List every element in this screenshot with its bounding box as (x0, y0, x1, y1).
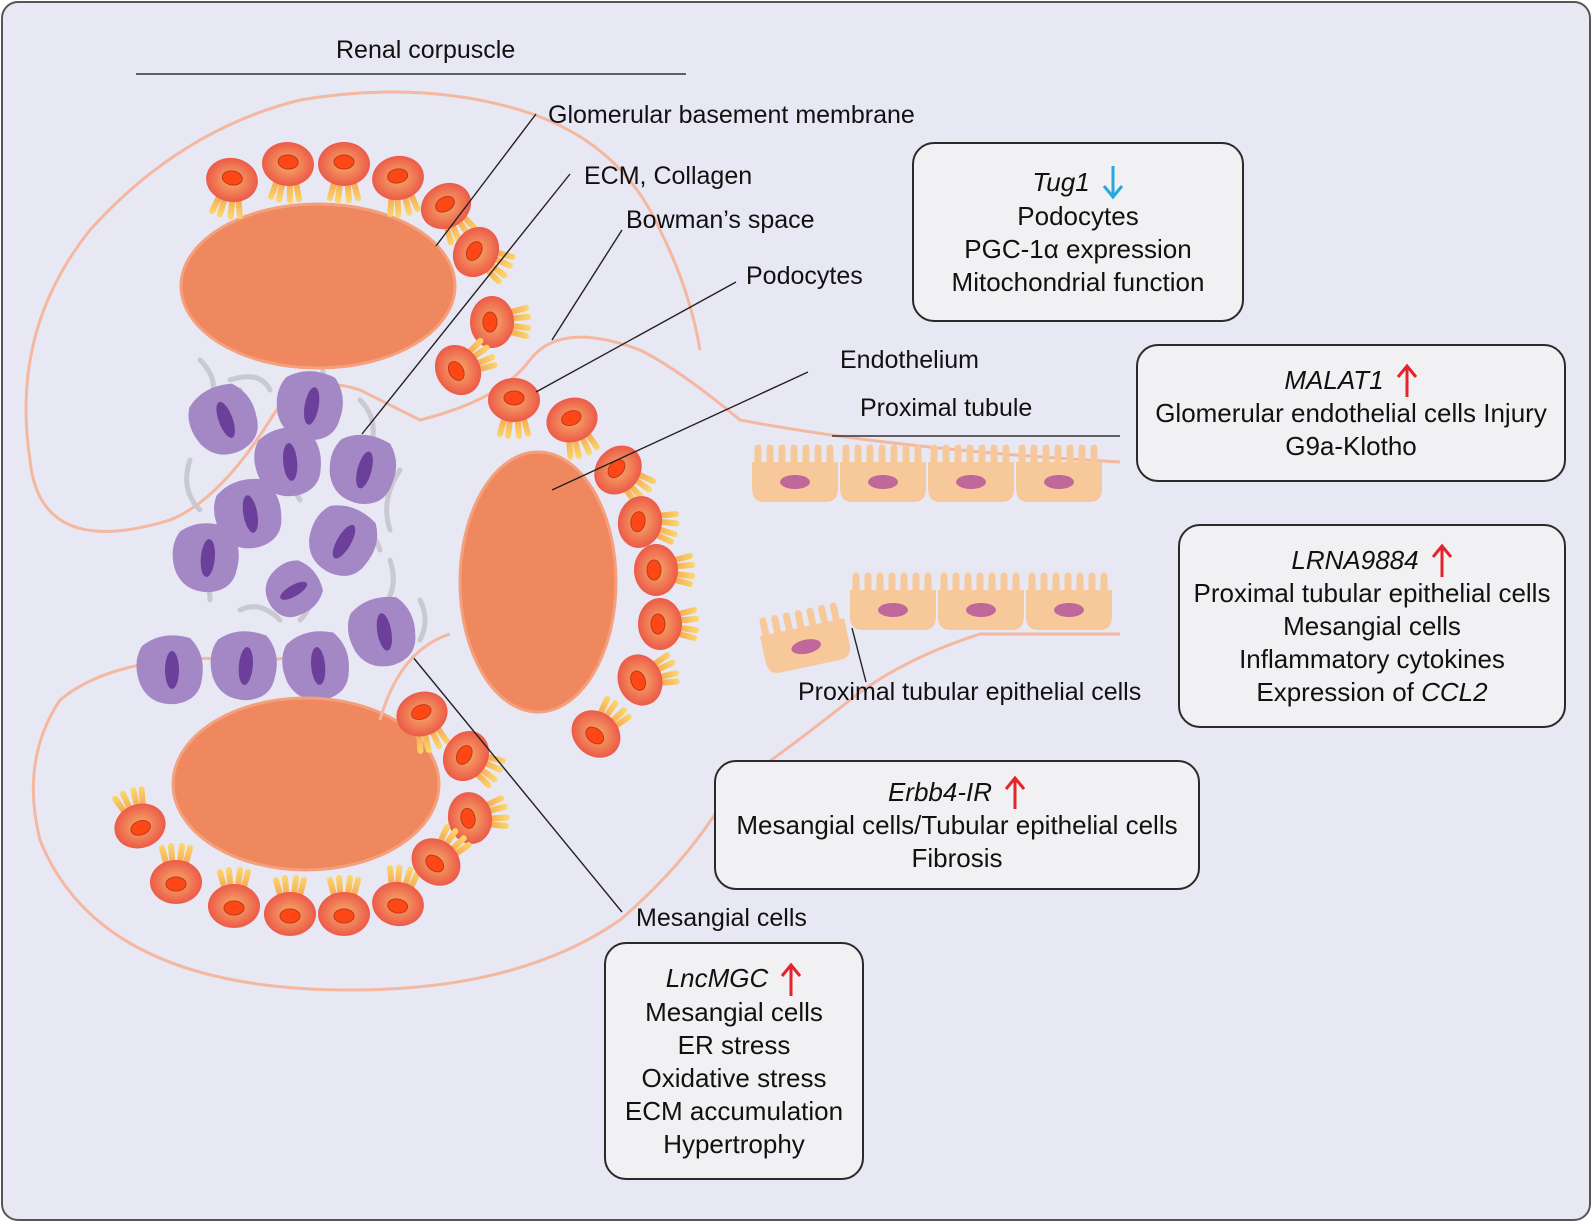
lncmgc-line-3: Oxidative stress (641, 1062, 827, 1093)
lrna9884-line-2: Mesangial cells (1283, 611, 1461, 641)
tug1-line-3: Mitochondrial function (951, 266, 1205, 297)
gene-erbb4-ir: Erbb4-IR (888, 775, 1026, 809)
box-tug1: Tug1 Podocytes PGC-1α expression Mitocho… (912, 142, 1244, 322)
gene-lrna9884-name: LRNA9884 (1291, 544, 1419, 575)
arrow-up-icon (1004, 775, 1026, 809)
lncmgc-line-1: Mesangial cells (645, 996, 823, 1027)
label-mesangial-cells: Mesangial cells (636, 904, 807, 932)
label-endothelium: Endothelium (840, 346, 979, 374)
gene-tug1-name: Tug1 (1032, 167, 1090, 197)
capillary-bottom (171, 696, 441, 872)
label-bowmans-space: Bowman’s space (626, 206, 815, 234)
gene-lrna9884: LRNA9884 (1291, 543, 1452, 577)
capillary-right (458, 450, 618, 714)
label-renal-corpuscle: Renal corpuscle (336, 36, 516, 64)
arrow-up-icon (1431, 543, 1452, 577)
lncmgc-line-2: ER stress (677, 1029, 791, 1060)
box-erbb4-ir: Erbb4-IR Mesangial cells/Tubular epithel… (714, 760, 1200, 890)
gene-malat1: MALAT1 (1284, 363, 1417, 397)
label-ecm-collagen: ECM, Collagen (584, 162, 753, 190)
lrna9884-line-4-prefix: Expression of (1256, 677, 1422, 707)
tug1-line-1: Podocytes (1017, 200, 1139, 231)
lncmgc-line-5: Hypertrophy (663, 1128, 805, 1159)
label-proximal-tubular-epithelial-cells: Proximal tubular epithelial cells (798, 678, 1142, 706)
label-glomerular-basement-membrane: Glomerular basement membrane (548, 101, 915, 129)
erbb4-ir-line-2: Fibrosis (911, 843, 1003, 873)
arrow-up-icon (781, 962, 802, 996)
gene-erbb4-ir-name: Erbb4-IR (887, 776, 993, 807)
gene-lncmgc-name: LncMGC (665, 963, 769, 993)
arrow-up-icon (1396, 363, 1417, 397)
arrow-down-icon (1102, 165, 1123, 199)
malat1-line-1: Glomerular endothelial cells Injury (1155, 398, 1547, 428)
capillary-top (179, 202, 457, 370)
malat1-line-2: G9a-Klotho (1285, 431, 1417, 461)
lrna9884-line-3: Inflammatory cytokines (1239, 644, 1505, 674)
tug1-line-2: PGC-1α expression (964, 233, 1192, 264)
gene-malat1-name: MALAT1 (1284, 364, 1384, 395)
gene-lncmgc: LncMGC (666, 962, 803, 996)
label-proximal-tubule: Proximal tubule (860, 394, 1033, 422)
gene-tug1: Tug1 (1032, 165, 1123, 200)
lncmgc-line-4: ECM accumulation (624, 1095, 844, 1126)
erbb4-ir-line-1: Mesangial cells/Tubular epithelial cells (736, 810, 1178, 840)
box-lncmgc: LncMGC Mesangial cells ER stress Oxidati… (604, 942, 864, 1180)
lrna9884-line-4-gene: CCL2 (1421, 677, 1488, 707)
box-lrna9884: LRNA9884 Proximal tubular epithelial cel… (1178, 524, 1566, 728)
lrna9884-line-4: Expression of CCL2 (1256, 676, 1487, 709)
box-malat1: MALAT1 Glomerular endothelial cells Inju… (1136, 344, 1566, 482)
lrna9884-line-1: Proximal tubular epithelial cells (1193, 578, 1551, 608)
label-podocytes: Podocytes (746, 262, 863, 290)
